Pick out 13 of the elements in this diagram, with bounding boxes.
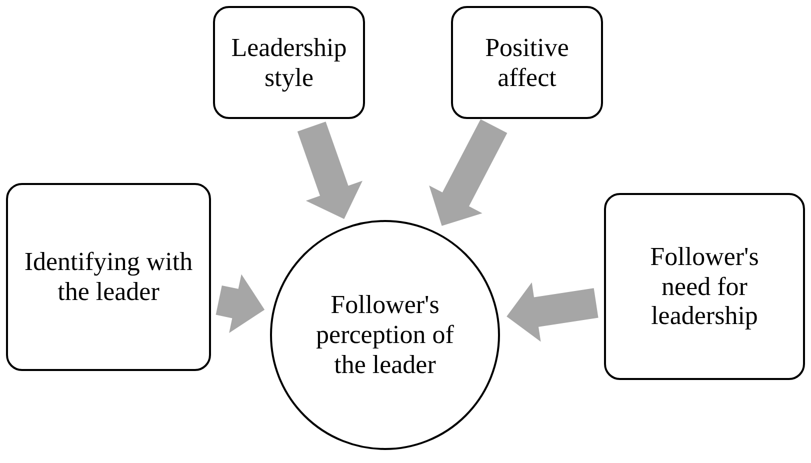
node-label: Follower's perception of the leader (315, 290, 455, 380)
node-label: Positive affect (484, 32, 570, 92)
block-arrow (297, 122, 362, 219)
node-label: Identifying with the leader (23, 247, 194, 307)
block-arrow (429, 119, 508, 226)
rounded-box (6, 183, 211, 371)
node-label: Leadership style (230, 32, 348, 92)
node-label: Follower's need for leadership (649, 242, 760, 332)
rounded-box (451, 6, 603, 119)
block-arrow (506, 282, 598, 342)
rounded-box (604, 193, 805, 380)
rounded-box (213, 6, 365, 119)
block-arrow (216, 274, 265, 333)
